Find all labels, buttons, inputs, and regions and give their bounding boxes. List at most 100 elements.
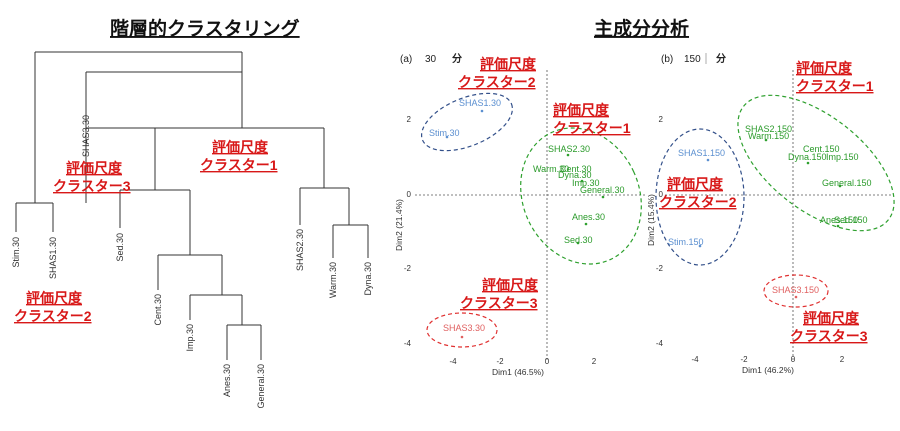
pca-annotation-cluster1: クラスター1 xyxy=(796,78,874,94)
point-label: Imp.30 xyxy=(572,178,600,188)
dendrogram-title: 階層的クラスタリング xyxy=(110,17,300,40)
leaf-label: Anes.30 xyxy=(222,364,232,397)
point-label: Sed.150 xyxy=(834,215,868,225)
pca-annotation-cluster1: 評価尺度 xyxy=(553,102,610,118)
cluster2-ellipse xyxy=(420,92,514,152)
pca-annotation-cluster1: 評価尺度 xyxy=(796,60,853,76)
point-label: SHAS2.30 xyxy=(548,144,590,154)
pca-annotation-cluster2: 評価尺度 xyxy=(480,56,537,72)
data-point xyxy=(584,222,588,226)
y-tick: -4 xyxy=(404,339,412,348)
leaf-label: Warm.30 xyxy=(328,262,338,298)
annotation-line: 評価尺度 xyxy=(26,290,83,306)
point-label: SHAS1.30 xyxy=(459,98,501,108)
leaf-label: Imp.30 xyxy=(185,324,195,352)
leaf-label: Cent.30 xyxy=(153,294,163,326)
x-tick: 2 xyxy=(592,357,597,366)
y-tick: 0 xyxy=(659,190,664,199)
dendrogram-annotation-cluster3: 評価尺度 クラスター3 xyxy=(53,160,131,194)
data-point xyxy=(806,161,810,165)
data-point xyxy=(480,109,484,113)
cluster3-ellipse xyxy=(763,274,829,308)
x-tick: 2 xyxy=(840,355,845,364)
cluster3-ellipse xyxy=(426,312,498,348)
pca-annotation-cluster3: クラスター3 xyxy=(460,295,538,311)
y-axis-label: Dim2 (15.4%) xyxy=(646,194,656,246)
data-point xyxy=(580,179,584,183)
x-tick: -4 xyxy=(449,357,457,366)
leaf-label: Sed.30 xyxy=(115,233,125,262)
point-label: SHAS3.30 xyxy=(443,323,485,333)
pca-title: 主成分分析 xyxy=(594,17,689,40)
data-point xyxy=(601,195,605,199)
panel-unit: 分 xyxy=(452,52,462,65)
y-tick: -4 xyxy=(656,339,664,348)
point-label: Cent.30 xyxy=(560,164,592,174)
point-label: Stim.30 xyxy=(429,128,460,138)
annotation-line: 評価尺度 xyxy=(66,160,123,176)
data-point xyxy=(838,184,842,188)
point-label: Anes.30 xyxy=(572,212,605,222)
data-point xyxy=(566,153,570,157)
x-tick: -2 xyxy=(740,355,748,364)
leaf-label: SHAS3.30 xyxy=(81,115,91,157)
cluster1-ellipse xyxy=(520,127,642,265)
point-label: Dyna.150 xyxy=(788,152,827,162)
cluster2-ellipse xyxy=(655,128,745,266)
data-point xyxy=(706,158,710,162)
y-tick: 2 xyxy=(407,115,412,124)
y-axis-label: Dim2 (21.4%) xyxy=(394,199,404,251)
leaf-label: SHAS1.30 xyxy=(48,237,58,279)
y-tick: -2 xyxy=(656,264,664,273)
pca-annotation-cluster2: クラスター2 xyxy=(659,194,737,210)
panel-label: (b) xyxy=(661,54,673,65)
panel-minutes: 150 xyxy=(684,54,701,65)
point-label: SHAS2.150 xyxy=(745,124,792,134)
point-label: SHAS1.150 xyxy=(678,148,725,158)
point-label: Stim.150 xyxy=(668,237,704,247)
point-label: Dyna.30 xyxy=(558,170,592,180)
data-point xyxy=(698,244,702,248)
data-point xyxy=(445,135,449,139)
panel-unit: 分 xyxy=(716,52,726,65)
point-label: Imp.150 xyxy=(826,152,859,162)
data-point xyxy=(576,241,580,245)
annotation-line: クラスター3 xyxy=(53,178,131,194)
x-tick: -4 xyxy=(691,355,699,364)
pca-annotation-cluster1: クラスター1 xyxy=(553,120,631,136)
pca-panel-a: (a) 30 分 2 0 -2 -4 -4 -2 0 2 Dim1 (46.5%… xyxy=(394,52,645,377)
data-point xyxy=(460,335,464,339)
y-tick: 2 xyxy=(659,115,664,124)
y-tick: -2 xyxy=(404,264,412,273)
leaf-label: General.30 xyxy=(256,364,266,409)
x-axis-label: Dim1 (46.5%) xyxy=(492,367,544,377)
leaf-label: Dyna.30 xyxy=(363,262,373,296)
point-label: Warm.30 xyxy=(533,164,569,174)
annotation-line: クラスター1 xyxy=(200,157,278,173)
dendrogram xyxy=(15,51,369,360)
y-tick: 0 xyxy=(407,190,412,199)
point-label: Sed.30 xyxy=(564,235,593,245)
data-point xyxy=(764,138,768,142)
leaf-label: SHAS2.30 xyxy=(295,229,305,271)
pca-annotation-cluster3: クラスター3 xyxy=(790,328,868,344)
x-tick: -2 xyxy=(496,357,504,366)
pca-annotation-cluster2: 評価尺度 xyxy=(667,176,724,192)
point-label: General.150 xyxy=(822,178,872,188)
x-tick: 0 xyxy=(791,355,796,364)
point-label: Warm.150 xyxy=(748,131,789,141)
point-label: SHAS3.150 xyxy=(772,285,819,295)
pca-annotation-cluster2: クラスター2 xyxy=(458,74,536,90)
leaf-label: Stim.30 xyxy=(11,237,21,268)
data-point xyxy=(836,224,840,228)
dendrogram-annotation-cluster2: 評価尺度 クラスター2 xyxy=(14,290,92,324)
panel-minutes: 30 xyxy=(425,54,437,65)
pca-panel-b: (b) 150 分 2 0 -2 -4 -4 -2 0 2 Dim1 (46.2… xyxy=(646,52,895,375)
pca-annotation-cluster3: 評価尺度 xyxy=(803,310,860,326)
panel-label: (a) xyxy=(400,54,412,65)
annotation-line: クラスター2 xyxy=(14,308,92,324)
x-axis-label: Dim1 (46.2%) xyxy=(742,365,794,375)
point-label: Anes.150 xyxy=(820,215,858,225)
point-label: Cent.150 xyxy=(803,144,840,154)
